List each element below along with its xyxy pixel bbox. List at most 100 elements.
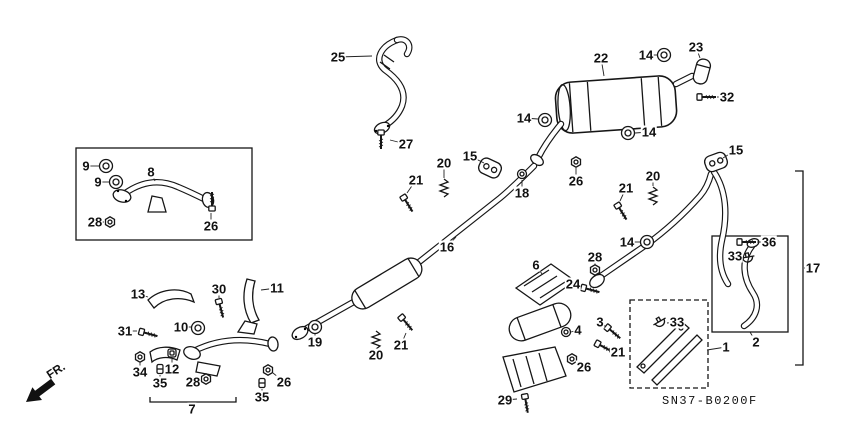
converter-drawing <box>508 302 572 342</box>
callout-6: 6 <box>531 257 541 273</box>
assembly-bracket-17 <box>795 170 804 366</box>
muffler-drawing <box>530 75 692 167</box>
washer-icon <box>560 326 572 338</box>
front-pipe-box <box>75 147 253 241</box>
spring-icon <box>648 186 658 206</box>
callout-14: 14 <box>618 234 636 250</box>
callout-26: 26 <box>575 359 593 375</box>
bolt-icon <box>137 327 160 341</box>
callout-13: 13 <box>129 286 147 302</box>
bolt-icon <box>520 392 532 415</box>
callout-9: 9 <box>93 174 103 190</box>
rubber-mount-icon <box>702 150 730 174</box>
cap-nut-icon <box>258 377 266 389</box>
callout-2: 2 <box>751 334 761 350</box>
callout-10: 10 <box>172 319 190 335</box>
callout-23: 23 <box>687 39 705 55</box>
callout-26: 26 <box>275 374 293 390</box>
front-pipe-b-drawing <box>149 336 279 377</box>
callout-7: 7 <box>187 401 197 417</box>
bolt-icon <box>602 322 624 342</box>
bolt-icon <box>214 297 228 320</box>
callout-24: 24 <box>564 276 582 292</box>
gasket-ring-icon <box>656 47 672 63</box>
callout-29: 29 <box>496 392 514 408</box>
callout-28: 28 <box>86 214 104 230</box>
callout-33: 33 <box>726 248 744 264</box>
main-pipe-drawing <box>291 166 534 341</box>
callout-3: 3 <box>595 314 605 330</box>
nut-icon <box>262 364 274 376</box>
rubber-mount-icon <box>475 155 505 181</box>
bolt-icon <box>398 192 417 215</box>
bolt-icon <box>696 92 717 102</box>
callout-35: 35 <box>151 375 169 391</box>
gasket-ring-icon <box>639 234 655 250</box>
fr-arrow-icon <box>26 378 56 402</box>
callout-25: 25 <box>329 49 347 65</box>
callout-21: 21 <box>392 337 410 353</box>
callout-12: 12 <box>163 361 181 377</box>
assembly-bracket-7 <box>149 397 237 403</box>
callout-28: 28 <box>586 249 604 265</box>
gasket-ring-icon <box>620 125 636 141</box>
callout-30: 30 <box>210 281 228 297</box>
nut-icon <box>200 373 212 385</box>
nut-icon <box>589 264 601 276</box>
cap-nut-icon <box>156 363 164 375</box>
callout-11: 11 <box>269 280 285 296</box>
callout-20: 20 <box>367 347 385 363</box>
bracket-kit-box <box>629 299 709 389</box>
bolt-icon <box>612 200 631 223</box>
callout-27: 27 <box>397 136 415 152</box>
fr-label: FR. <box>44 360 68 382</box>
spring-icon <box>371 330 381 350</box>
finisher-drawing <box>692 58 712 85</box>
callout-8: 8 <box>146 164 156 180</box>
callout-17: 17 <box>804 260 822 276</box>
callout-26: 26 <box>202 218 220 234</box>
callout-18: 18 <box>513 185 531 201</box>
gasket-ring-icon <box>537 112 553 128</box>
callout-35: 35 <box>253 389 271 405</box>
callout-26: 26 <box>567 173 585 189</box>
stay-bracket-drawing <box>236 278 260 335</box>
callout-16: 16 <box>438 239 456 255</box>
callout-28: 28 <box>184 374 202 390</box>
callout-21: 21 <box>407 172 425 188</box>
callout-19: 19 <box>306 334 324 350</box>
gasket-ring-icon <box>190 320 206 336</box>
nut-icon <box>134 351 146 363</box>
callout-14: 14 <box>515 110 533 126</box>
diagram-code: SN37-B0200F <box>662 394 758 408</box>
callout-33: 33 <box>668 314 686 330</box>
callout-4: 4 <box>573 322 583 338</box>
front-pipe-a-drawing <box>112 182 215 213</box>
bolt-icon <box>376 129 386 150</box>
callout-22: 22 <box>592 50 610 66</box>
heat-shield-lower-drawing <box>502 346 567 393</box>
nut-icon <box>104 216 116 228</box>
callout-32: 32 <box>718 89 736 105</box>
bolt-icon <box>396 312 416 334</box>
nut-icon <box>570 156 582 168</box>
gasket-ring-icon <box>307 319 323 335</box>
rear-pipe-drawing <box>714 172 728 284</box>
callout-1: 1 <box>721 339 731 355</box>
callout-21: 21 <box>617 180 635 196</box>
callout-34: 34 <box>131 364 149 380</box>
bracket-drawing <box>147 289 196 309</box>
callout-20: 20 <box>644 168 662 184</box>
small-ring-icon <box>516 168 528 180</box>
spring-icon <box>439 178 449 198</box>
callout-14: 14 <box>640 124 658 140</box>
bracket-kit-drawing <box>636 321 703 386</box>
callout-15: 15 <box>727 142 745 158</box>
callout-15: 15 <box>461 148 479 164</box>
center-pipe-drawing <box>589 174 711 289</box>
callout-9: 9 <box>81 158 91 174</box>
grommet-icon <box>167 348 177 358</box>
gasket-ring-icon <box>98 158 114 174</box>
callout-14: 14 <box>637 47 655 63</box>
